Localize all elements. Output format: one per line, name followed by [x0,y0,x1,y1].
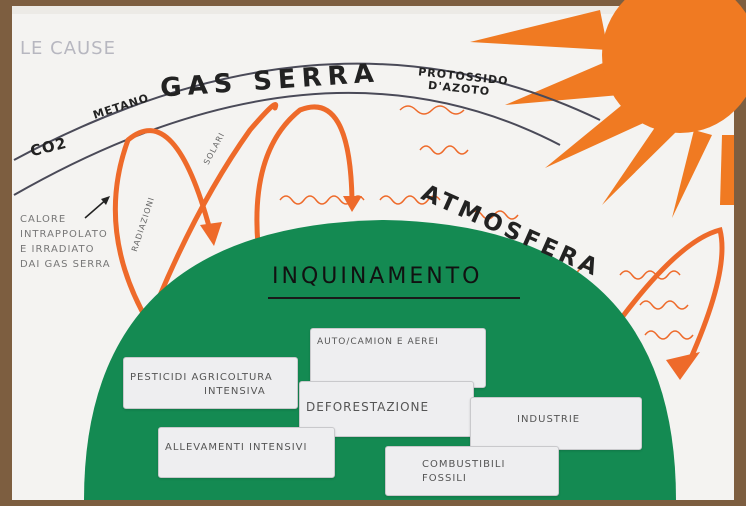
card-industrie: INDUSTRIE [470,397,642,450]
earth-title: INQUINAMENTO [272,264,483,289]
card-pesticidi: PESTICIDI AGRICOLTURA INTENSIVA [123,357,298,409]
card-text: COMBUSTIBILI [422,459,506,470]
calore-line: E IRRADIATO [20,244,95,255]
section-label: LE CAUSE [20,38,116,59]
calore-line: DAI GAS SERRA [20,259,111,270]
card-allevamenti: ALLEVAMENTI INTENSIVI [158,427,335,478]
card-text: INDUSTRIE [517,414,581,425]
calore-note: CALORE INTRAPPOLATO E IRRADIATO DAI GAS … [20,212,111,272]
card-combustibili: COMBUSTIBILI FOSSILI [385,446,559,496]
card-text: INTENSIVA [204,386,266,397]
card-text: AUTO/CAMION E AEREI [317,337,439,347]
calore-line: CALORE [20,214,67,225]
calore-line: INTRAPPOLATO [20,229,108,240]
atmosphere-inner-line [13,92,561,196]
card-text: PESTICIDI AGRICOLTURA [130,372,273,383]
card-text: DEFORESTAZIONE [306,400,430,414]
card-autocamion: AUTO/CAMION E AEREI [310,328,486,388]
atmosphere-outer-line [13,62,601,161]
arrow-heads [200,196,700,380]
card-text: FOSSILI [422,473,467,484]
card-text: ALLEVAMENTI INTENSIVI [165,442,308,453]
radiation-arrows [112,102,725,363]
